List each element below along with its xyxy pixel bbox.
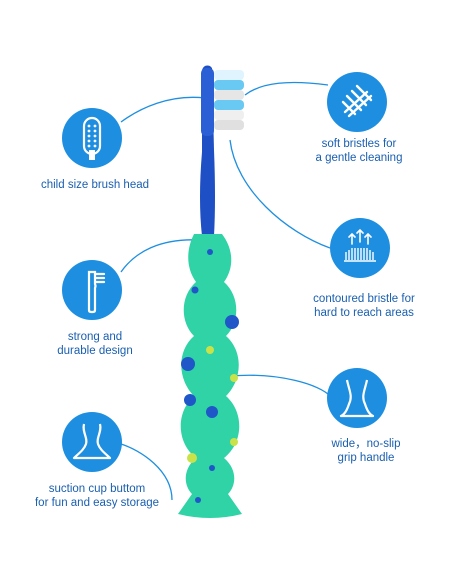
brush-head [201,68,214,136]
label-grip: wide，no-slip grip handle [331,438,401,464]
connector-suction [120,443,173,501]
contoured-bristle-icon [330,218,390,278]
label-contoured: contoured bristle for hard to reach area… [313,293,415,319]
bristle-brush-icon [327,72,387,132]
label-child-head: child size brush head [40,179,150,191]
grip-handle-icon [327,368,387,428]
toothbrush-icon [62,260,122,320]
connector-strong [120,239,201,273]
handle-dots [181,249,239,503]
connector-contoured [229,139,331,249]
brush-handle [178,234,242,518]
connector-child-head [120,96,206,123]
label-soft-bristles: soft bristles for a gentle cleaning [315,138,403,164]
label-suction: suction cup buttom for fun and easy stor… [34,483,160,509]
suction-cup-icon [62,412,122,472]
connector-soft-bristles [244,81,329,96]
connector-grip [229,374,331,397]
label-strong: strong and durable design [57,331,133,357]
bristles [214,70,244,130]
brush-head-icon [62,108,122,168]
toothbrush-illustration [178,65,244,518]
